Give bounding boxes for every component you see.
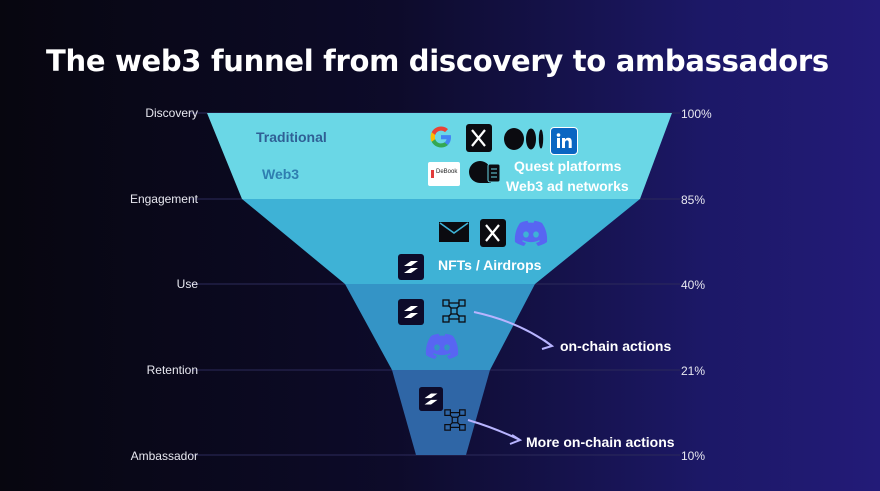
funnel-stage-retention xyxy=(392,370,490,455)
discord-icon xyxy=(425,333,459,359)
percent-label-discovery: 100% xyxy=(681,107,712,121)
debook-icon: DeBook xyxy=(428,162,460,186)
page-title: The web3 funnel from discovery to ambass… xyxy=(46,44,829,78)
percent-label-use: 40% xyxy=(681,278,706,292)
blockchain-network-icon xyxy=(444,409,466,431)
arrowhead-onchain xyxy=(541,339,555,350)
debook-mark xyxy=(431,170,434,178)
web3-ad-networks-label: Web3 ad networks xyxy=(506,178,629,194)
stage-label-retention: Retention xyxy=(146,363,198,377)
stage-label-discovery: Discovery xyxy=(145,106,198,120)
web3-label: Web3 xyxy=(262,166,300,182)
traditional-label: Traditional xyxy=(256,129,327,145)
blockchain-network-icon xyxy=(442,299,466,323)
google-icon xyxy=(430,126,451,148)
medium-icon xyxy=(504,128,544,150)
percent-label-retention: 21% xyxy=(681,364,706,378)
arrowhead-more-onchain xyxy=(509,434,523,445)
funnel-stage-use xyxy=(345,284,535,370)
app-logo-icon xyxy=(398,254,424,280)
quest-platforms-label: Quest platforms xyxy=(514,158,622,174)
stage-label-engagement: Engagement xyxy=(129,192,198,206)
quest-platform-icon xyxy=(469,161,501,183)
more-on-chain-actions-label: More on-chain actions xyxy=(526,434,675,450)
arrow-more-onchain xyxy=(467,419,521,441)
mail-icon xyxy=(439,222,469,242)
app-logo-icon xyxy=(398,299,424,325)
x-icon xyxy=(480,219,506,247)
discord-icon xyxy=(514,220,548,246)
stage-label-ambassador: Ambassador xyxy=(130,449,198,463)
stage-label-use: Use xyxy=(176,277,198,291)
linkedin-icon xyxy=(550,127,578,155)
app-logo-icon xyxy=(419,387,443,411)
nfts-airdrops-label: NFTs / Airdrops xyxy=(438,257,542,273)
debook-text: DeBook xyxy=(436,169,458,175)
x-icon xyxy=(466,124,492,152)
percent-label-engagement: 85% xyxy=(681,193,706,207)
on-chain-actions-label: on-chain actions xyxy=(560,338,672,354)
percent-label-ambassador: 10% xyxy=(681,449,706,463)
